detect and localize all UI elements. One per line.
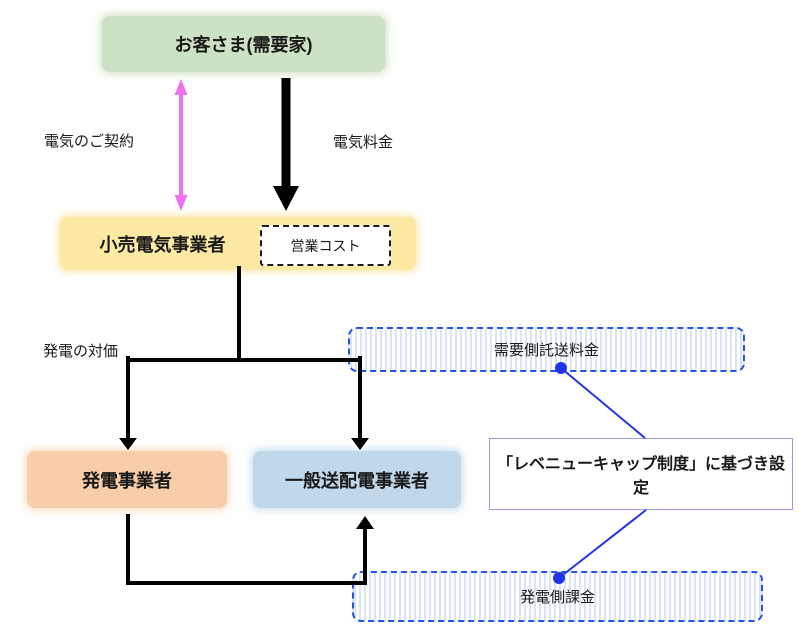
customer-label: お客さま(需要家) <box>174 35 313 55</box>
contract-double-arrow <box>174 79 188 211</box>
demand-charge-connector-line <box>555 362 646 439</box>
generator-to-tso-flow-line <box>126 514 374 585</box>
generator-box: 発電事業者 <box>27 451 227 508</box>
sales-cost-label: 営業コスト <box>290 237 361 254</box>
contract-label: 電気のご契約 <box>44 133 135 150</box>
tso-label: 一般送配電事業者 <box>285 470 429 491</box>
generation-compensation-label: 発電の対価 <box>43 343 119 360</box>
generation-compensation-flow-lines <box>119 266 369 450</box>
generation-charge-box: 発電側課金 <box>352 571 763 622</box>
retailer-box: 小売電気事業者 営業コスト <box>60 217 416 270</box>
customer-box: お客さま(需要家) <box>102 16 385 72</box>
tso-box: 一般送配電事業者 <box>253 451 461 508</box>
demand-wheeling-charge-label: 需要側託送料金 <box>493 342 599 359</box>
revenue-cap-note-box: 「レベニューキャップ制度」に基づき設定 <box>489 438 793 510</box>
retailer-label: 小売電気事業者 <box>99 234 226 255</box>
generator-label: 発電事業者 <box>82 470 172 491</box>
generation-charge-label: 発電側課金 <box>519 589 595 606</box>
electricity-fee-arrow <box>273 78 299 211</box>
electricity-fee-label: 電気料金 <box>333 134 394 151</box>
demand-wheeling-charge-box: 需要側託送料金 <box>348 327 745 372</box>
sales-cost-box: 営業コスト <box>260 225 391 266</box>
revenue-cap-note-label: 「レベニューキャップ制度」に基づき設定 <box>496 456 785 497</box>
